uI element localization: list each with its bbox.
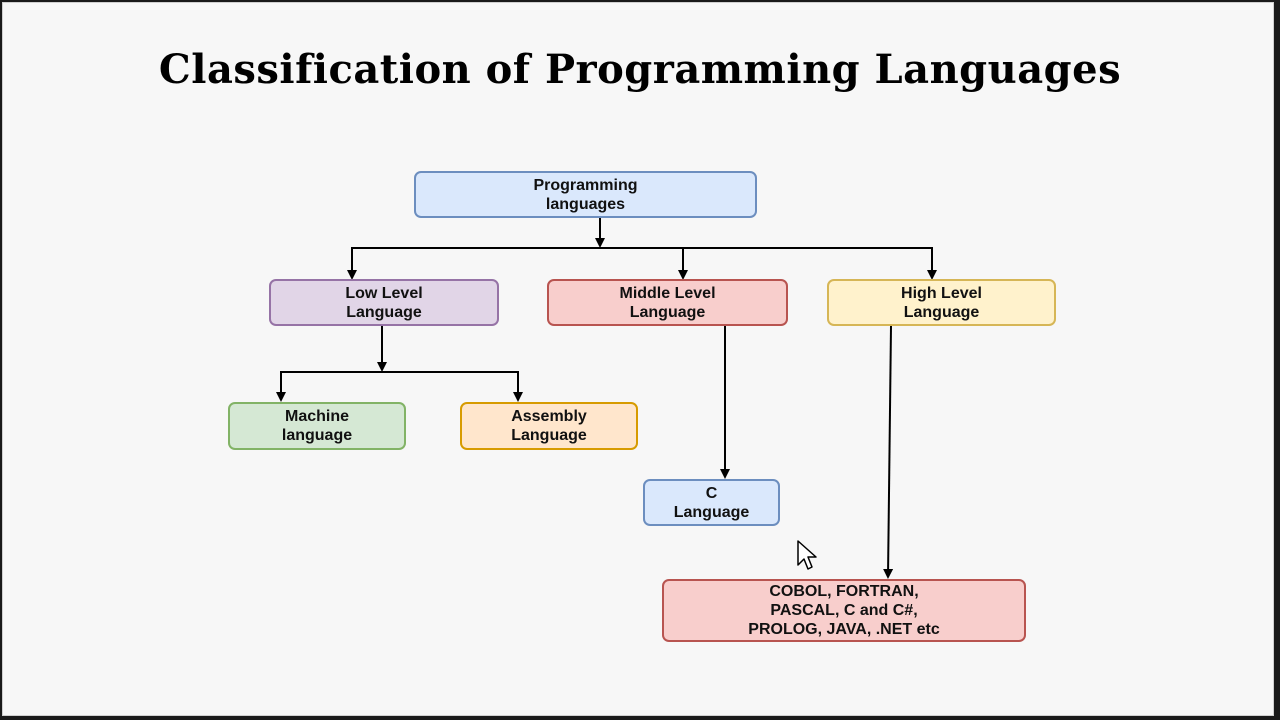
node-high-level-examples: COBOL, FORTRAN, PASCAL, C and C#, PROLOG… <box>662 579 1026 642</box>
node-middle-level-language: Middle Level Language <box>547 279 788 326</box>
edge-low-assembly <box>382 371 523 402</box>
node-c-language: C Language <box>643 479 780 526</box>
node-assembly-language: Assembly Language <box>460 402 638 450</box>
node-high-level-language: High Level Language <box>827 279 1056 326</box>
node-programming-languages: Programming languages <box>414 171 757 218</box>
node-machine-language: Machine language <box>228 402 406 450</box>
edge-high-examples <box>883 325 894 579</box>
node-low-level-language: Low Level Language <box>269 279 499 326</box>
mouse-pointer-icon <box>797 540 817 570</box>
edge-low-machine <box>276 371 382 402</box>
diagram-title: Classification of Programming Languages <box>158 46 1122 93</box>
edge-root-bus <box>351 247 937 280</box>
